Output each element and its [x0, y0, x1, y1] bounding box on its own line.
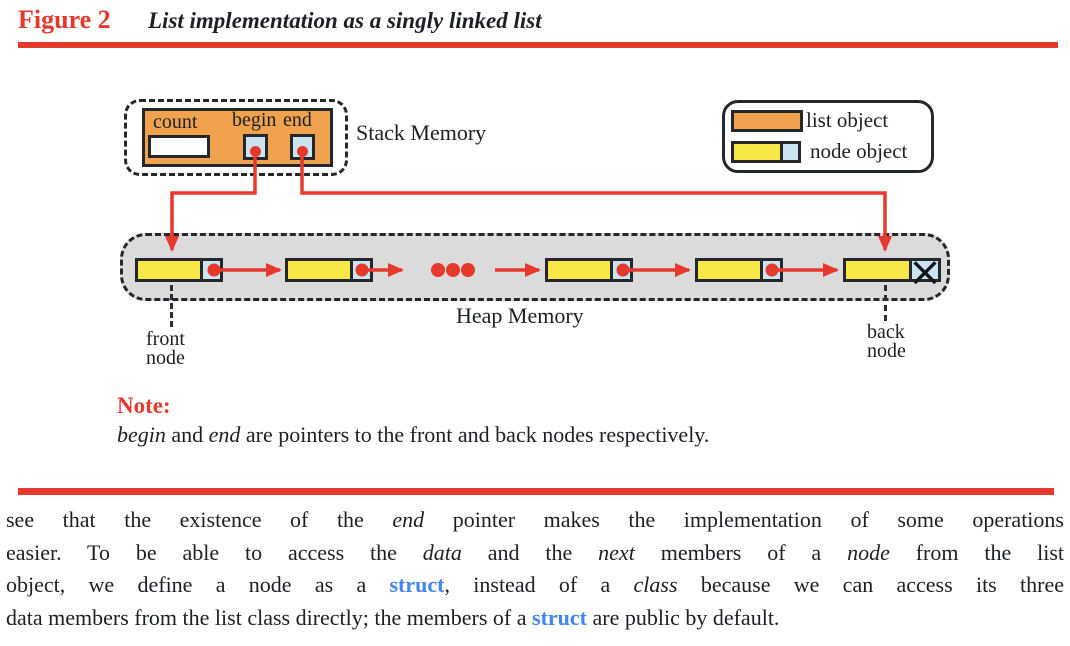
- end-pointer-box: [290, 134, 315, 160]
- italic-text: next: [598, 539, 635, 565]
- text-segment: are pointers to the front and back nodes…: [240, 422, 710, 447]
- text-segment: members of a: [634, 539, 848, 565]
- front-node-tag-line1: front: [146, 328, 185, 350]
- text-segment: , instead of a: [444, 572, 634, 597]
- node-data-cell: [846, 261, 909, 279]
- begin-pointer-dot: [250, 146, 261, 157]
- note-label: Note:: [117, 393, 171, 418]
- figure-label: Figure 2: [18, 5, 111, 34]
- legend-list-object-label: list object: [806, 108, 889, 132]
- italic-text: class: [633, 572, 678, 597]
- text-segment: and the: [461, 539, 599, 565]
- node-next-cell: [200, 261, 220, 279]
- italic-text: end: [208, 422, 241, 447]
- front-node-leader-line: [170, 285, 173, 327]
- end-field-label: end: [283, 109, 312, 131]
- figure-title: List implementation as a singly linked l…: [148, 8, 542, 33]
- back-node-tag: back node: [867, 321, 906, 362]
- end-pointer-dot: [297, 146, 308, 157]
- top-rule: [18, 42, 1058, 48]
- node-data-cell: [698, 261, 760, 279]
- paragraph-line: easier. To be able to access the data an…: [6, 537, 1064, 570]
- node-next-cell: [610, 261, 630, 279]
- keyword-text: struct: [532, 604, 587, 630]
- paragraph-line: see that the existence of the end pointe…: [6, 504, 1064, 537]
- node-next-cell-null: [909, 261, 938, 285]
- body-paragraph: see that the existence of the end pointe…: [6, 504, 1064, 634]
- legend-node-object-label: node object: [810, 139, 908, 163]
- italic-text: begin: [117, 422, 166, 447]
- text-segment: object, we define a node as a: [6, 572, 390, 597]
- node-next-swatch-part: [780, 144, 798, 160]
- list-node: [285, 258, 373, 282]
- back-node-tag-line2: node: [867, 340, 906, 362]
- begin-field-label: begin: [232, 109, 277, 131]
- heap-memory-box: [120, 233, 950, 301]
- front-node-tag: front node: [146, 328, 185, 369]
- text-segment: data members from the list class directl…: [6, 604, 533, 630]
- back-node-leader-line: [884, 285, 887, 321]
- count-value-box: [148, 135, 210, 158]
- italic-text: end: [392, 507, 425, 532]
- text-segment: because we can access its three: [677, 572, 1064, 597]
- text-segment: pointer makes the implementation of some…: [424, 507, 1064, 532]
- text-segment: from the list: [889, 539, 1064, 565]
- paragraph-line: data members from the list class directl…: [6, 602, 1064, 635]
- italic-text: data: [422, 539, 462, 565]
- paragraph-line: object, we define a node as a struct, in…: [6, 569, 1064, 602]
- note-body: begin and end are pointers to the front …: [117, 422, 709, 448]
- heap-memory-caption: Heap Memory: [456, 303, 584, 328]
- list-node: [695, 258, 783, 282]
- stack-memory-caption: Stack Memory: [356, 120, 487, 145]
- list-node: [545, 258, 633, 282]
- list-node-back: [843, 258, 941, 285]
- front-node-tag-line2: node: [146, 347, 185, 369]
- node-data-cell: [138, 261, 200, 279]
- null-pointer-x-icon: [913, 261, 937, 285]
- text-segment: and: [165, 422, 209, 447]
- node-data-cell: [548, 261, 610, 279]
- keyword-text: struct: [389, 572, 445, 597]
- count-field-label: count: [153, 111, 198, 133]
- node-object-swatch: [731, 141, 801, 163]
- text-segment: see that the existence of the: [6, 507, 393, 532]
- list-object-swatch: [731, 110, 803, 132]
- node-next-cell: [350, 261, 370, 279]
- list-node-front: [135, 258, 223, 282]
- node-data-swatch-part: [734, 144, 780, 160]
- bottom-rule: [18, 488, 1054, 495]
- back-node-tag-line1: back: [867, 321, 905, 343]
- italic-text: node: [847, 539, 890, 565]
- node-next-cell: [760, 261, 780, 279]
- node-data-cell: [288, 261, 350, 279]
- begin-pointer-box: [243, 134, 268, 160]
- text-segment: easier. To be able to access the: [6, 539, 423, 565]
- text-segment: are public by default.: [587, 604, 780, 630]
